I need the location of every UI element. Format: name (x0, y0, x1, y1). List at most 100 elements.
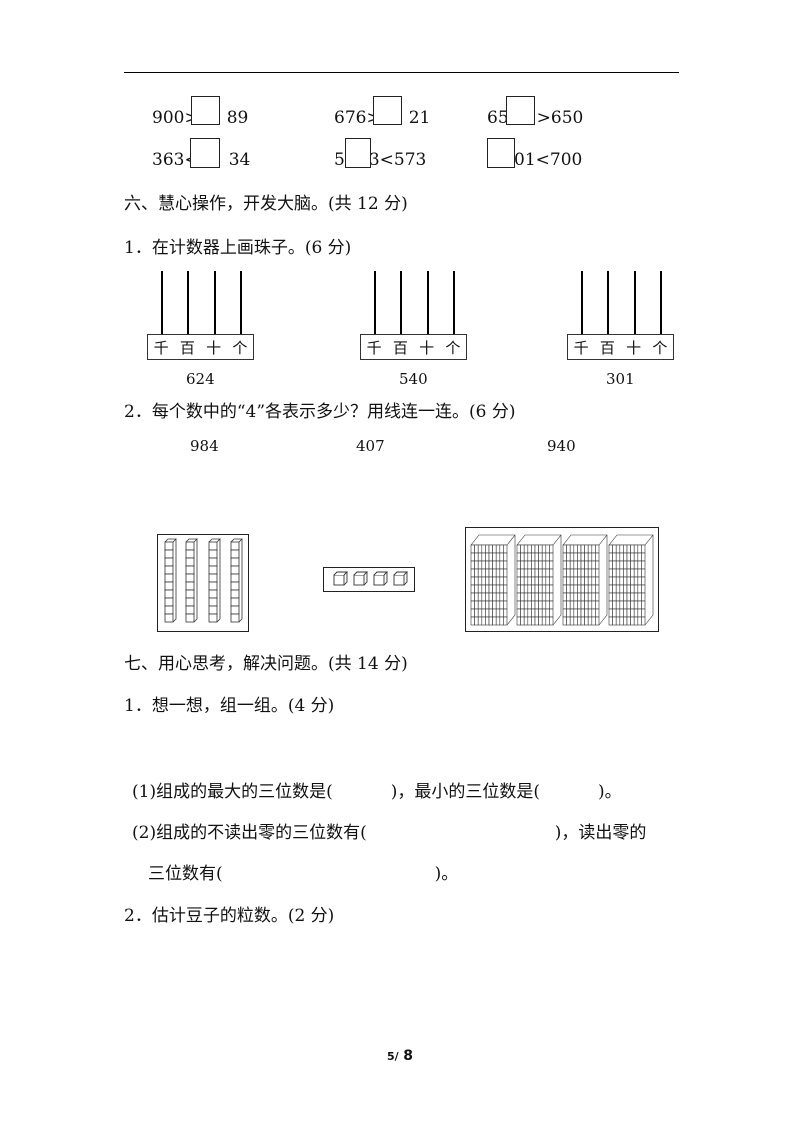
hundreds-flat-cell (619, 584, 624, 594)
hundreds-flat-cell (587, 616, 593, 626)
hundreds-flat-cell (499, 544, 504, 554)
hundreds-flat-cell (492, 552, 497, 562)
tens-rod-cube (185, 557, 195, 567)
tens-rod-cube (164, 581, 174, 591)
hundreds-flat-cell (637, 608, 642, 618)
hundreds-flat-cell (481, 584, 486, 594)
hundreds-flat-cell (485, 584, 490, 594)
hundreds-flat-cell (488, 592, 493, 602)
hundreds-flat-cell (481, 608, 486, 618)
hundreds-flat-cell (534, 616, 539, 626)
hundreds-flat-cell (573, 544, 578, 554)
hundreds-flat-cell (545, 560, 550, 570)
hundreds-flat-cell (630, 584, 635, 594)
hundreds-flat-cell (541, 560, 547, 570)
hundreds-flat-cell (495, 592, 501, 602)
label-tens: 十 (419, 338, 435, 357)
tens-rod-cube (185, 581, 195, 591)
hundreds-flat-cell (580, 584, 585, 594)
ones-cubes-image (323, 567, 415, 592)
hundreds-flat-cell (549, 544, 554, 554)
hundreds-flat-cell (503, 560, 508, 570)
tens-rod-cube (185, 541, 195, 551)
hundreds-flat-cell (566, 616, 571, 626)
hundreds-flat-cell (608, 600, 613, 610)
hundreds-flat-cell (577, 584, 582, 594)
hundreds-flat-cell (608, 584, 613, 594)
label-thousands: 千 (153, 338, 169, 357)
tens-rod-cube (185, 549, 195, 559)
answer-box[interactable] (190, 138, 220, 168)
hundreds-flat-cell (520, 592, 525, 602)
hundreds-flat-cell (615, 576, 621, 586)
hundreds-flat-cell (516, 544, 521, 554)
tens-rod-cube (185, 597, 195, 607)
hundreds-flat-cell (580, 568, 585, 578)
hundreds-flat-cell (527, 568, 532, 578)
compare-left: 676> (334, 108, 381, 128)
hundreds-flat-cell (488, 600, 493, 610)
tens-rod-edge (185, 538, 198, 623)
hundreds-flat-cell (531, 584, 536, 594)
page-number: 5/ 8 (387, 1048, 413, 1064)
hundreds-flat-cell (612, 600, 617, 610)
hundreds-flat-cell (577, 576, 582, 586)
text: 三位数有( (148, 864, 223, 884)
hundreds-flat-cell (566, 592, 571, 602)
hundreds-flat-cell (527, 560, 532, 570)
hundreds-flat-cell (492, 584, 497, 594)
hundreds-flat-cell (608, 592, 613, 602)
hundreds-flat-cell (608, 568, 613, 578)
hundreds-flat-cell (485, 608, 490, 618)
answer-box[interactable] (487, 138, 515, 168)
tens-rod-cube (208, 565, 218, 575)
hundreds-flat-cell (503, 544, 508, 554)
hundreds-flat-cell (527, 616, 532, 626)
hundreds-flat-cell (492, 560, 497, 570)
hundreds-flat-cell (619, 600, 624, 610)
compare-right: 01<700 (514, 150, 583, 170)
abacus-rod (453, 271, 455, 334)
hundreds-flat-cell (534, 592, 539, 602)
compare-right: 89 (226, 108, 249, 128)
tens-rod-cube (185, 565, 195, 575)
hundreds-flat-cell (626, 584, 631, 594)
answer-box[interactable] (506, 96, 535, 125)
hundreds-flat-cell (474, 544, 479, 554)
hundreds-flat-cell (612, 616, 617, 626)
tens-rod-cube (185, 589, 195, 599)
hundreds-flat-cell (633, 552, 639, 562)
hundreds-flat-cell (541, 600, 547, 610)
compare-right: 21 (408, 108, 431, 128)
hundreds-flat-cell (531, 576, 536, 586)
hundreds-flat-cell (499, 576, 504, 586)
answer-box[interactable] (345, 138, 371, 168)
hundreds-flat-cell (545, 608, 550, 618)
hundreds-flat-cell (595, 576, 600, 586)
hundreds-flat-cell (587, 568, 593, 578)
tens-rod-cube (230, 573, 240, 583)
hundreds-flat-cell (470, 608, 475, 618)
hundreds-flat-cell (577, 592, 582, 602)
tens-rod-cube (230, 565, 240, 575)
tens-rod-cube (230, 581, 240, 591)
hundreds-flat-cell (545, 544, 550, 554)
label-thousands: 千 (573, 338, 589, 357)
hundreds-flat-cell (474, 600, 479, 610)
hundreds-flat-cell (630, 616, 635, 626)
hundreds-flat-cell (531, 544, 536, 554)
hundreds-flat-cell (541, 616, 547, 626)
hundreds-flat-cell (485, 600, 490, 610)
hundreds-flat-cell (545, 584, 550, 594)
hundreds-flat-cell (492, 568, 497, 578)
hundreds-flat-cell (584, 592, 589, 602)
hundreds-flat-cell (641, 576, 646, 586)
hundreds-flat-cell (584, 576, 589, 586)
tens-rod-cube (208, 549, 218, 559)
hundreds-flat-cell (470, 592, 475, 602)
answer-box[interactable] (191, 96, 220, 125)
hundreds-flat-cell (545, 600, 550, 610)
hundreds-flat-cell (580, 616, 585, 626)
hundreds-flat-cell (573, 560, 578, 570)
answer-box[interactable] (373, 96, 402, 125)
